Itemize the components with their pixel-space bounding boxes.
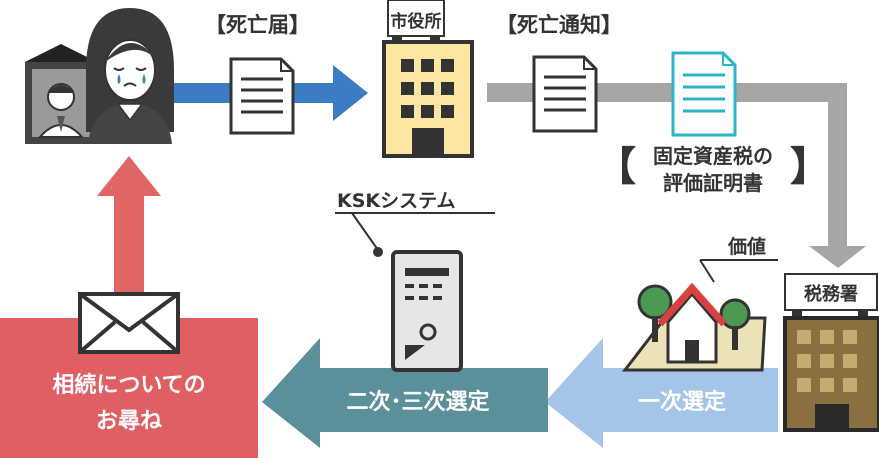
inquiry-label-line2: お尋ね: [96, 409, 162, 434]
document-icon: [532, 55, 598, 133]
city-hall-building-icon: [382, 0, 474, 158]
flow-arrow-to-family: [97, 156, 161, 294]
eval-cert-bracket-close: 】: [790, 144, 830, 190]
eval-cert-label-line1: 固定資産税の: [653, 144, 773, 168]
eval-cert-label-line2: 評価証明書: [663, 171, 763, 195]
death-notice-label: 【死亡届】: [205, 13, 310, 37]
tax-office-building-icon: [783, 273, 879, 432]
flow-arrow-secondary-selection: [262, 338, 548, 448]
primary-selection-label: 一次選定: [638, 389, 726, 415]
document-icon: [229, 57, 295, 135]
ksk-system-label: KSKシステム: [337, 190, 456, 212]
memorial-portrait-icon: [25, 44, 97, 144]
secondary-selection-label: 二次･三次選定: [346, 389, 489, 415]
inquiry-label-line1: 相続についての: [52, 372, 205, 398]
eval-cert-bracket-open: 【: [596, 144, 636, 190]
house-icon: [621, 259, 778, 372]
server-icon: [335, 212, 495, 372]
value-label: 価値: [727, 236, 766, 258]
envelope-icon: [78, 292, 180, 354]
flow-arrow-primary-selection: [545, 338, 778, 448]
death-notification-label: 【死亡通知】: [496, 13, 622, 37]
city-hall-label: 市役所: [391, 11, 442, 32]
tax-office-label: 税務署: [804, 283, 858, 305]
grieving-woman-icon: [86, 8, 174, 144]
evaluation-certificate-document-icon: [671, 51, 737, 137]
